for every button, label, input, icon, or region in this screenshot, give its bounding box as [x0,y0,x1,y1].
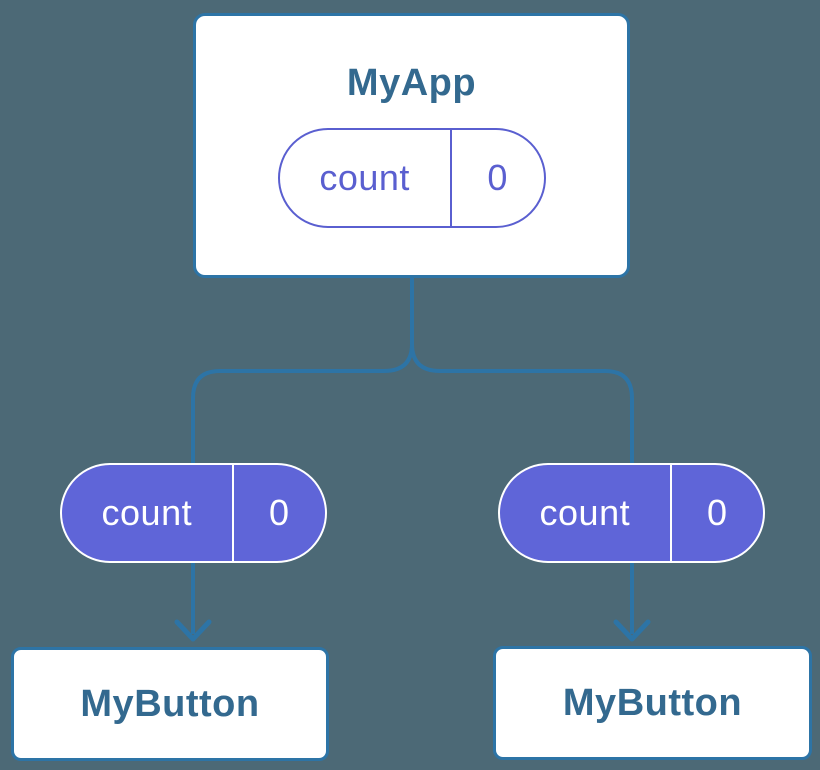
state-value: 0 [449,130,544,226]
state-pill-child-right: count 0 [498,463,765,563]
state-value: 0 [231,465,325,561]
state-name: count [539,492,631,533]
state-pill-myapp: count 0 [277,128,546,228]
connector-left-branch [191,276,414,634]
state-name: count [319,157,410,198]
arrowhead-down-right-icon [613,619,651,642]
state-value: 0 [669,465,763,561]
component-box-mybutton-right: MyButton [493,646,812,760]
component-title-mybutton: MyButton [562,681,743,724]
component-title-myapp: MyApp [346,62,477,104]
arrowhead-down-left-icon [174,619,212,642]
connector-right-branch [410,276,634,634]
component-box-myapp: MyApp count 0 [193,13,630,278]
state-pill-child-left: count 0 [60,463,327,563]
component-box-mybutton-left: MyButton [11,647,329,761]
state-name: count [101,492,193,533]
component-title-mybutton: MyButton [80,682,260,725]
